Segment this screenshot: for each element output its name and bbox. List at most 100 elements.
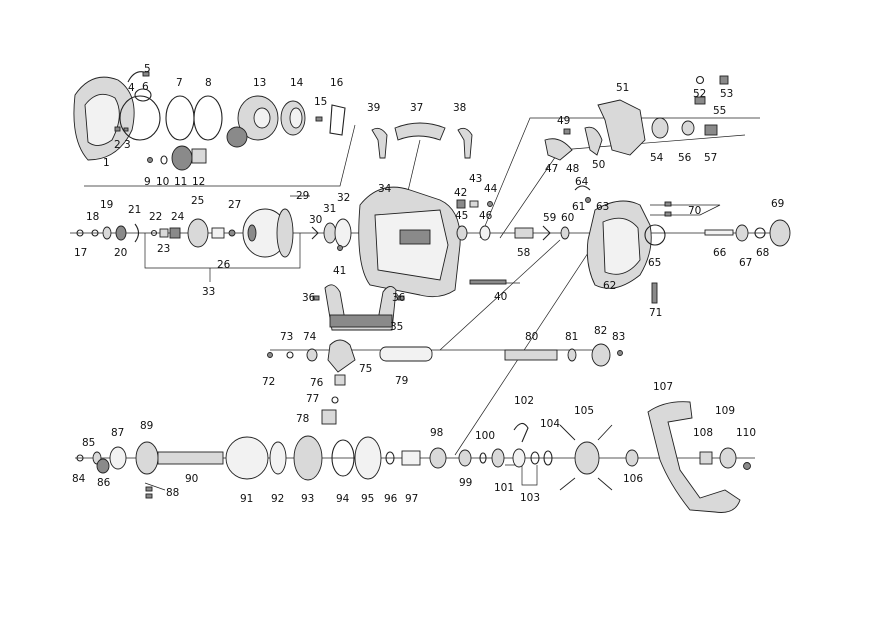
- label-95: 95: [361, 493, 374, 505]
- label-102: 102: [514, 395, 534, 407]
- label-79: 79: [395, 375, 408, 387]
- label-69: 69: [771, 198, 784, 210]
- right-end-parts: [704, 219, 791, 247]
- label-31: 31: [323, 203, 336, 215]
- label-70: 70: [688, 205, 701, 217]
- levelwind-parts: [544, 75, 729, 161]
- clips-top: [371, 122, 473, 159]
- label-1: 1: [103, 157, 110, 169]
- label-65: 65: [648, 257, 661, 269]
- label-105: 105: [574, 405, 594, 417]
- label-2: 2: [114, 139, 121, 151]
- label-29: 29: [296, 190, 309, 202]
- label-6: 6: [142, 81, 149, 93]
- label-41: 41: [333, 265, 346, 277]
- right-side-plate: [514, 185, 672, 304]
- label-21: 21: [128, 204, 141, 216]
- label-109: 109: [715, 405, 735, 417]
- label-88: 88: [166, 487, 179, 499]
- label-45: 45: [455, 210, 468, 222]
- label-82: 82: [594, 325, 607, 337]
- label-53: 53: [720, 88, 733, 100]
- label-96: 96: [384, 493, 398, 505]
- label-97: 97: [405, 493, 418, 505]
- label-23: 23: [157, 243, 170, 255]
- label-32: 32: [337, 192, 350, 204]
- label-43: 43: [469, 173, 482, 185]
- label-108: 108: [693, 427, 713, 439]
- label-47: 47: [545, 163, 558, 175]
- label-46: 46: [479, 210, 493, 222]
- label-4: 4: [128, 82, 135, 94]
- label-24: 24: [171, 211, 185, 223]
- label-93: 93: [301, 493, 314, 505]
- label-42: 42: [454, 187, 467, 199]
- label-19: 19: [100, 199, 113, 211]
- label-30: 30: [309, 214, 322, 226]
- label-83: 83: [612, 331, 625, 343]
- label-3: 3: [124, 139, 131, 151]
- spool-assembly: [76, 208, 352, 258]
- label-44: 44: [484, 183, 498, 195]
- label-37: 37: [410, 102, 423, 114]
- part-number-labels: 1 2 3 4 5 6 7 8 9 10 11 12 13 14 15 16 1…: [72, 63, 784, 505]
- label-50: 50: [592, 159, 605, 171]
- label-77: 77: [306, 393, 319, 405]
- label-20: 20: [114, 247, 127, 259]
- label-81: 81: [565, 331, 578, 343]
- label-62: 62: [603, 280, 616, 292]
- label-86: 86: [97, 477, 111, 489]
- clutch-parts: [267, 339, 623, 425]
- label-40: 40: [494, 291, 507, 303]
- label-56: 56: [678, 152, 692, 164]
- label-7: 7: [176, 77, 183, 89]
- label-35: 35: [390, 321, 403, 333]
- label-71: 71: [649, 307, 662, 319]
- label-59: 59: [543, 212, 556, 224]
- label-33: 33: [202, 286, 215, 298]
- label-66: 66: [713, 247, 727, 259]
- label-15: 15: [314, 96, 327, 108]
- label-84: 84: [72, 473, 86, 485]
- label-27: 27: [228, 199, 241, 211]
- label-76: 76: [310, 377, 324, 389]
- label-78: 78: [296, 413, 309, 425]
- label-22: 22: [149, 211, 162, 223]
- label-52: 52: [693, 88, 706, 100]
- label-98: 98: [430, 427, 443, 439]
- label-39: 39: [367, 102, 380, 114]
- label-13: 13: [253, 77, 266, 89]
- label-67: 67: [739, 257, 752, 269]
- label-110: 110: [736, 427, 756, 439]
- label-12: 12: [192, 176, 205, 188]
- drive-train: [76, 422, 639, 499]
- label-64: 64: [575, 176, 589, 188]
- small-parts-top-left: [114, 71, 223, 141]
- label-92: 92: [271, 493, 284, 505]
- label-91: 91: [240, 493, 253, 505]
- label-36-right: 36: [392, 292, 406, 304]
- label-72: 72: [262, 376, 275, 388]
- label-34: 34: [378, 183, 392, 195]
- label-51: 51: [616, 82, 629, 94]
- label-85: 85: [82, 437, 95, 449]
- thumb-bar: [312, 284, 405, 331]
- label-17: 17: [74, 247, 87, 259]
- label-57: 57: [704, 152, 717, 164]
- label-5: 5: [144, 63, 151, 75]
- label-99: 99: [459, 477, 472, 489]
- label-25: 25: [191, 195, 204, 207]
- label-14: 14: [290, 77, 304, 89]
- label-104: 104: [540, 418, 560, 430]
- label-107: 107: [653, 381, 673, 393]
- label-75: 75: [359, 363, 372, 375]
- label-106: 106: [623, 473, 643, 485]
- label-94: 94: [336, 493, 350, 505]
- label-38: 38: [453, 102, 466, 114]
- main-frame: [337, 186, 461, 298]
- label-9: 9: [144, 176, 151, 188]
- label-63: 63: [596, 201, 609, 213]
- label-87: 87: [111, 427, 124, 439]
- label-100: 100: [475, 430, 495, 442]
